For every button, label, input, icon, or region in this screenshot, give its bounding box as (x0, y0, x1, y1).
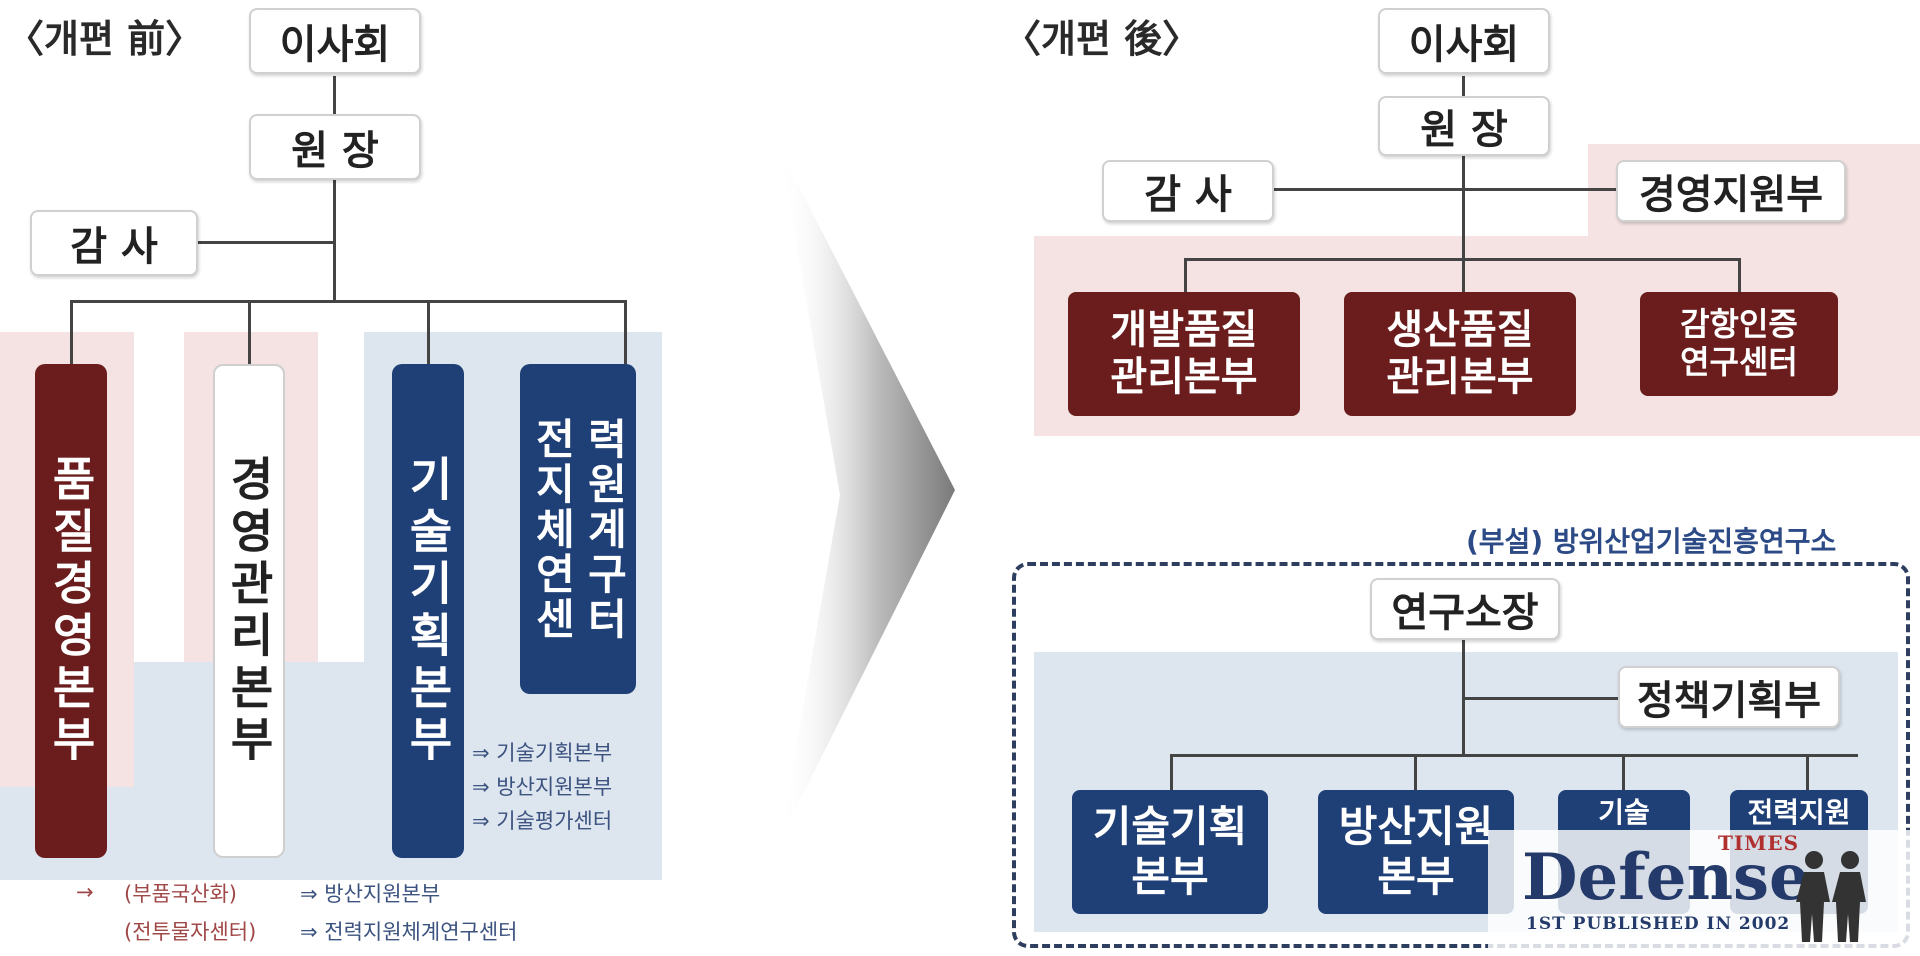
institute-title: (부설) 방위산업기술진흥연구소 (1466, 525, 1837, 558)
before-board-box: 이사회 (249, 8, 421, 74)
after-drop-1 (1184, 258, 1187, 292)
before-heading: 〈개편 前〉 (6, 17, 204, 61)
after-drop-2 (1462, 258, 1465, 292)
after-division-dev-quality-line2: 관리본부 (1110, 354, 1258, 400)
before-bottom-from-2: (전투물자센터) (124, 920, 257, 944)
institute-dept-tech-eval-label: 기술 (1598, 796, 1650, 829)
institute-drop-3 (1622, 754, 1625, 790)
institute-drop-1 (1170, 754, 1173, 790)
watermark-times: TIMES (1718, 831, 1800, 855)
institute-dept-tech-planning-line1: 기술기획 (1092, 802, 1248, 852)
institute-policy-connector (1462, 697, 1618, 700)
soldiers-silhouette-icon (1796, 851, 1866, 942)
institute-drop-2 (1414, 754, 1417, 790)
after-drop-3 (1738, 258, 1741, 292)
institute-dept-force-support-label: 전력지원 (1747, 796, 1851, 829)
after-division-airworthiness-line2: 연구센터 (1680, 343, 1798, 381)
watermark-since: 1ST PUBLISHED IN 2002 (1526, 914, 1791, 934)
before-bottom-to-2: ⇒ 전력지원체계연구센터 (300, 920, 518, 944)
before-drop-2 (248, 300, 251, 364)
before-force-col2: 력원계구터 (580, 416, 629, 642)
after-director-box: 원 장 (1378, 96, 1550, 156)
after-audit-box: 감 사 (1102, 160, 1274, 222)
institute-frame (1012, 562, 1910, 948)
before-division-force-support: 전지체연센 력원계구터 (520, 364, 636, 694)
before-bottom-to-1: ⇒ 방산지원본부 (300, 882, 441, 906)
institute-trunk (1462, 636, 1465, 756)
before-division-tech: 기술기획본부 (392, 364, 464, 858)
before-force-col1: 전지체연센 (528, 416, 577, 642)
after-division-dev-quality-line1: 개발품질 (1110, 306, 1258, 353)
after-mgmt-support-box: 경영지원부 (1616, 160, 1846, 222)
institute-dept-defense-support-line1: 방산지원 (1338, 802, 1494, 852)
institute-head-box: 연구소장 (1370, 578, 1560, 640)
before-division-mgmt-label: 경영관리본부 (222, 455, 276, 767)
before-bottom-from-1: (부품국산화) (124, 882, 237, 906)
watermark-brand: Defense (1522, 840, 1810, 915)
transition-arrow-icon (780, 150, 955, 840)
after-board-box: 이사회 (1378, 8, 1550, 74)
before-director-box: 원 장 (249, 114, 421, 180)
before-division-quality: 품질경영본부 (35, 364, 107, 858)
before-trunk (333, 76, 336, 302)
after-division-prod-quality-line1: 생산품질 (1386, 306, 1534, 353)
after-trunk (1462, 76, 1465, 260)
after-audit-support-connector (1272, 188, 1616, 191)
institute-drop-4 (1806, 754, 1809, 790)
institute-dept-tech-planning-line2: 본부 (1131, 852, 1209, 901)
before-audit-box: 감 사 (30, 210, 198, 276)
before-drop-4 (624, 300, 627, 364)
after-division-prod-quality-line2: 관리본부 (1386, 354, 1534, 400)
before-division-bus (70, 300, 626, 303)
before-note-1: ⇒ 기술기획본부 (472, 741, 613, 765)
before-drop-1 (70, 300, 73, 364)
before-drop-3 (427, 300, 430, 364)
before-division-mgmt: 경영관리본부 (213, 364, 285, 858)
institute-policy-box: 정책기획부 (1618, 666, 1840, 728)
after-division-airworthiness-line1: 감항인증 (1680, 305, 1798, 344)
institute-dept-bus (1170, 754, 1858, 757)
before-division-quality-label: 품질경영본부 (44, 455, 98, 767)
before-note-3: ⇒ 기술평가센터 (472, 809, 613, 833)
before-division-tech-label: 기술기획본부 (401, 455, 455, 767)
before-bottom-arrow: → (76, 880, 94, 904)
institute-dept-defense-support-line2: 본부 (1377, 852, 1455, 901)
after-heading: 〈개편 後〉 (1003, 17, 1201, 61)
before-note-2: ⇒ 방산지원본부 (472, 775, 613, 799)
before-audit-connector (196, 241, 334, 244)
